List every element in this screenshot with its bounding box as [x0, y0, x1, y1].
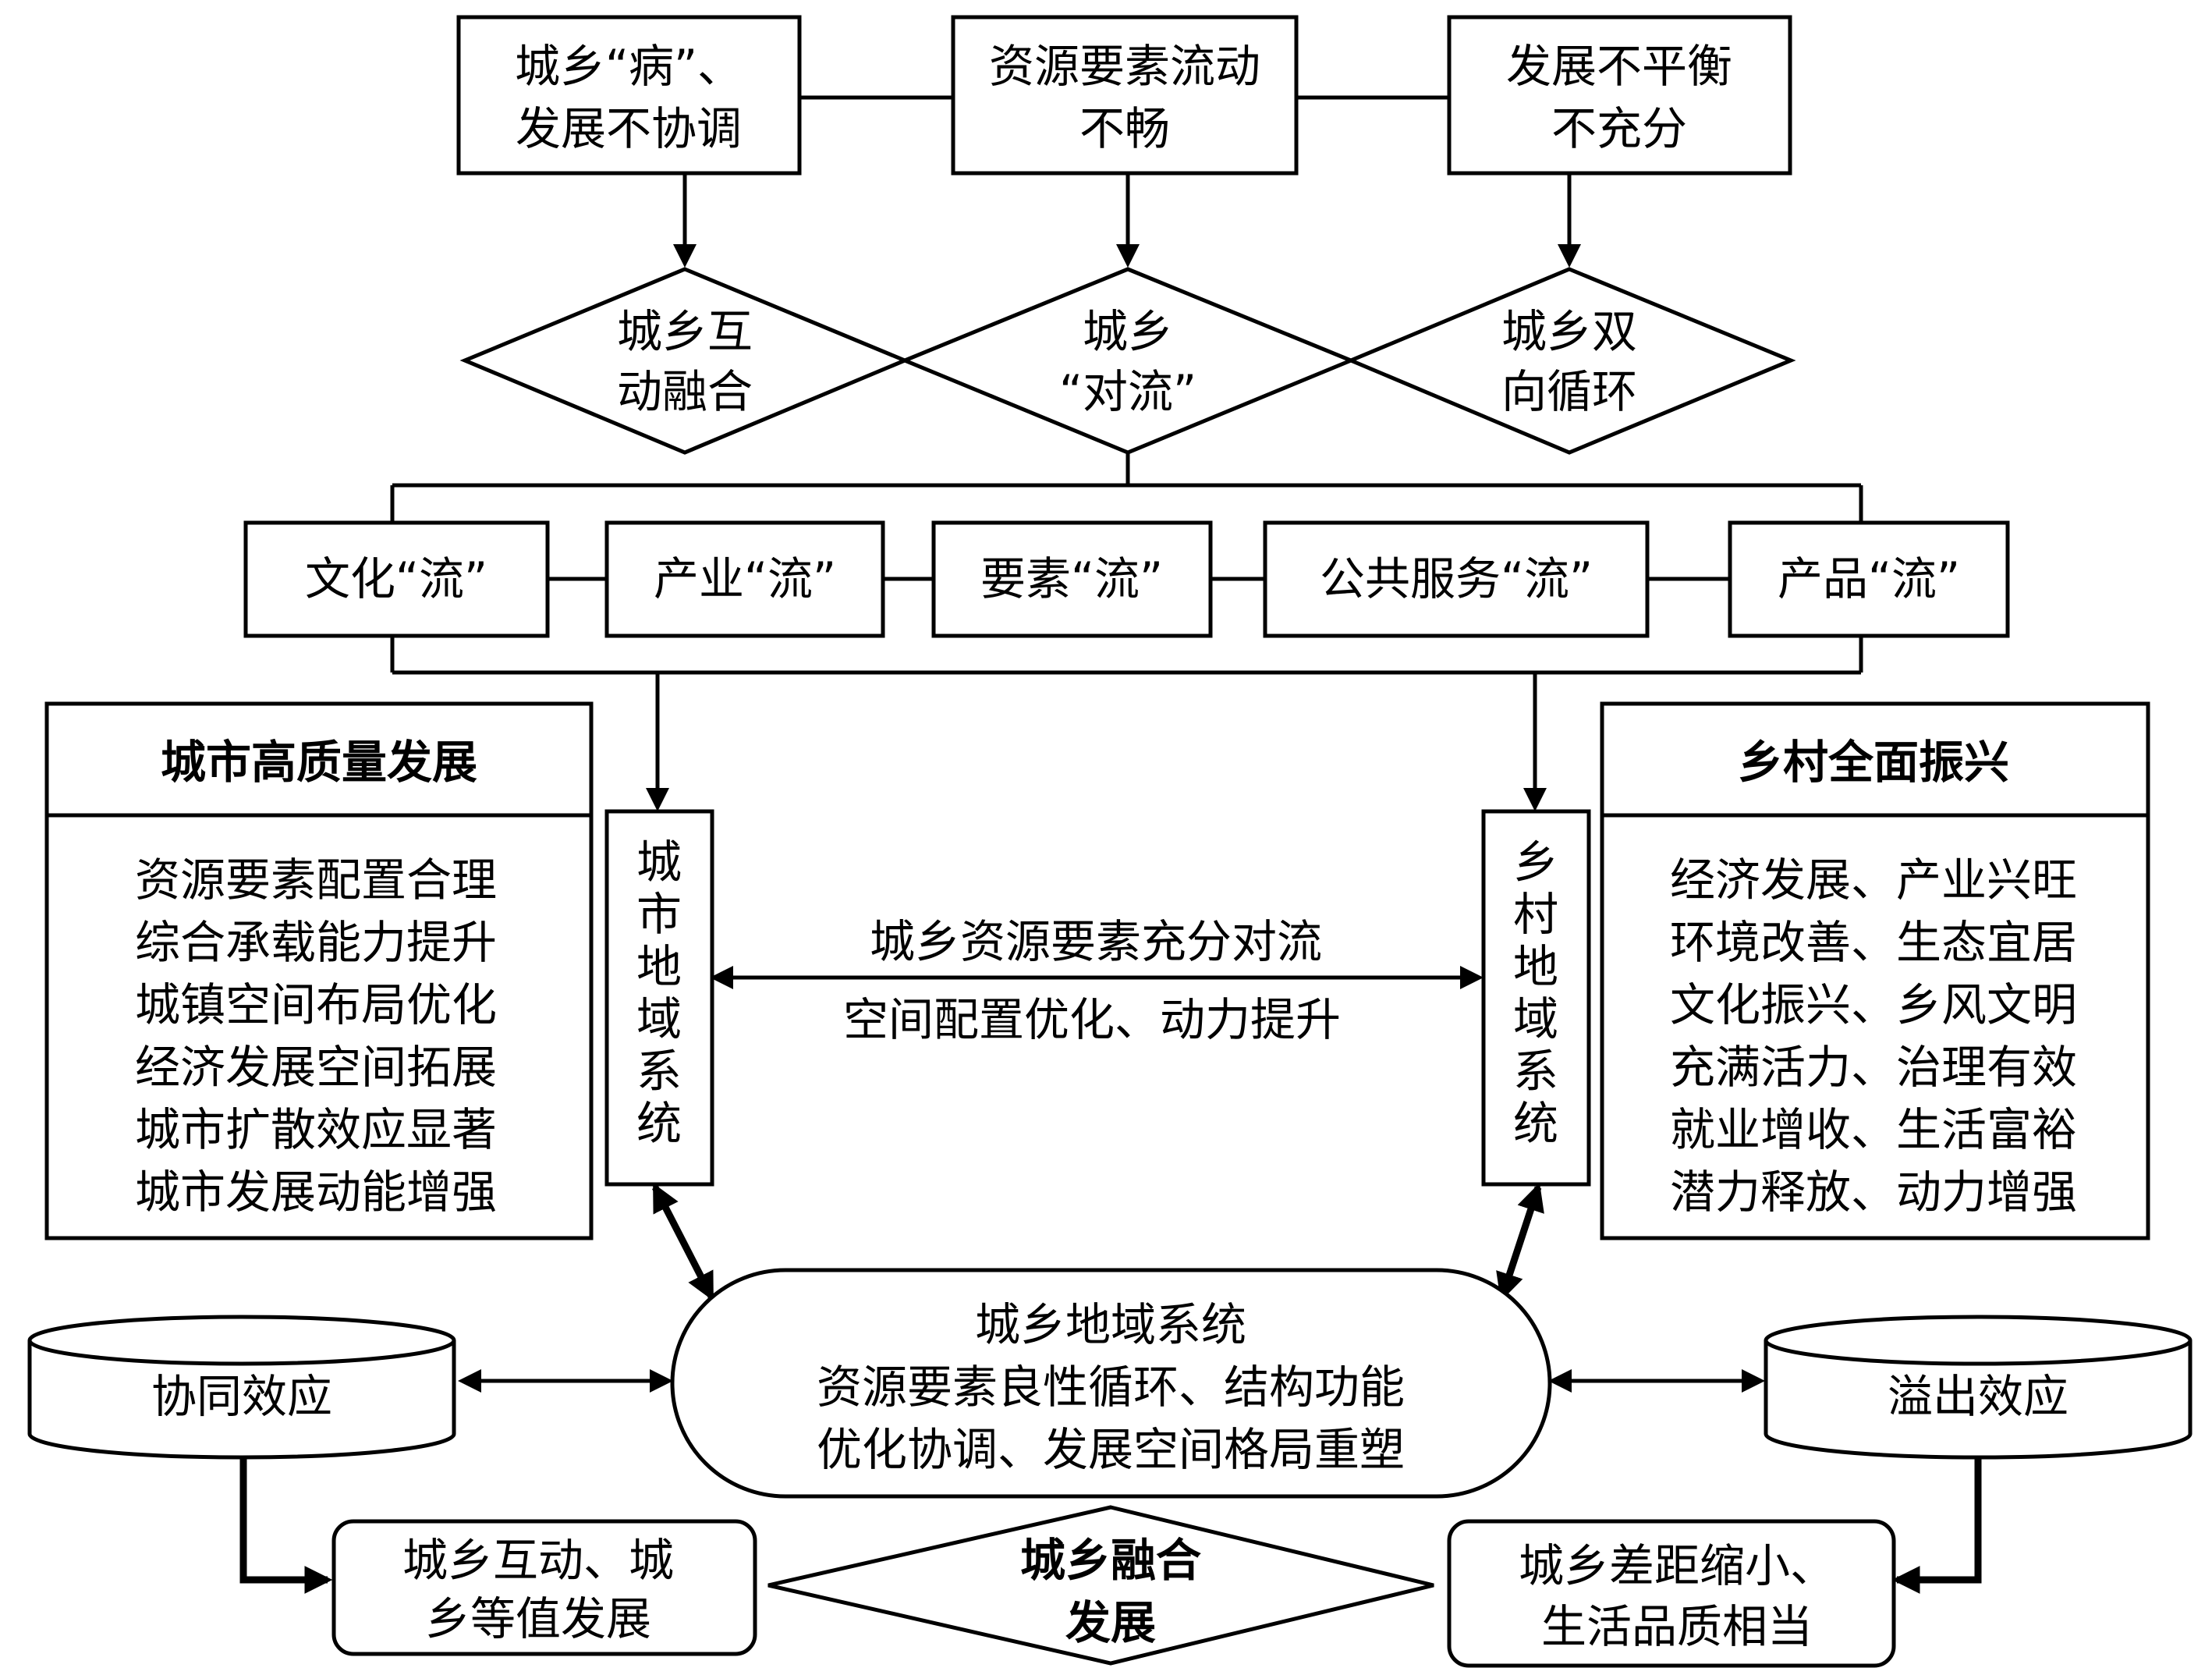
bottom-right-line1: 城乡差距缩小、: [1519, 1539, 1835, 1592]
urban-panel-item: 城市扩散效应显著: [135, 1103, 497, 1156]
connectors: [239, 95, 1982, 1594]
urban-panel-item: 综合承载能力提升: [135, 916, 497, 969]
top-box-line2: 发展不协调: [516, 102, 742, 155]
urban-panel-item: 城市发展动能增强: [135, 1166, 497, 1219]
diamond-interaction-integration: 城乡互 动融合: [459, 267, 910, 455]
central-regional-system: 城乡地域系统 资源要素良性循环、结构功能 优化协调、发展空间格局重塑: [670, 1268, 1552, 1499]
flow-box-factors: 要素“流”: [931, 520, 1213, 638]
rural-panel-item: 环境改善、生态宜居: [1670, 916, 2077, 969]
rural-system-char: 系: [1513, 1045, 1558, 1098]
top-box-line1: 城乡“病”、: [515, 40, 743, 93]
diamond-line2: 向循环: [1501, 365, 1637, 418]
urban-system-char: 城: [636, 836, 682, 889]
diamond-line2: 动融合: [617, 365, 753, 418]
rural-system-char: 统: [1513, 1097, 1558, 1150]
bottom-box-equal-development: 城乡互动、城 乡等值发展: [331, 1519, 757, 1656]
rural-system-char: 域: [1513, 992, 1558, 1045]
flow-box-industry: 产业“流”: [604, 520, 885, 638]
top-box-line2: 不畅: [1079, 102, 1170, 155]
bottom-center-line1: 城乡融合: [1020, 1534, 1201, 1587]
spillover-effect-cylinder: 溢出效应: [1764, 1315, 2193, 1460]
urban-system-char: 地: [636, 940, 682, 993]
mid-arrow-top-label: 城乡资源要素充分对流: [870, 915, 1322, 968]
urban-panel-item: 经济发展空间拓展: [135, 1041, 497, 1094]
bottom-right-line2: 生活品质相当: [1541, 1600, 1813, 1653]
urban-system-char: 统: [636, 1097, 682, 1150]
synergy-label: 协同效应: [151, 1370, 332, 1423]
flow-box-products: 产品“流”: [1728, 520, 2010, 638]
urban-system-char: 市: [636, 888, 682, 941]
diamond-line1: 城乡: [1083, 305, 1173, 358]
bottom-left-line1: 城乡互动、城: [402, 1534, 674, 1587]
rural-panel-item: 充满活力、治理有效: [1670, 1041, 2077, 1094]
diamond-line1: 城乡双: [1501, 305, 1637, 358]
rural-system-char: 村: [1513, 888, 1558, 941]
synergy-effect-cylinder: 协同效应: [27, 1315, 456, 1460]
urban-regional-system: 城 市 地 域 系 统: [604, 809, 714, 1187]
rural-panel-item: 潜力释放、动力增强: [1670, 1166, 2077, 1219]
mid-arrow-bottom-label: 空间配置优化、动力提升: [843, 993, 1341, 1046]
bottom-left-line2: 乡等值发展: [425, 1592, 651, 1645]
diamond-line2: “对流”: [1059, 365, 1196, 418]
urban-development-panel: 城市高质量发展 资源要素配置合理 综合承载能力提升 城镇空间布局优化 经济发展空…: [44, 701, 594, 1240]
rural-panel-item: 就业增收、生活富裕: [1670, 1103, 2077, 1156]
flow-box-culture: 文化“流”: [243, 520, 550, 638]
rural-panel-title: 乡村全面振兴: [1738, 736, 2009, 789]
spillover-label: 溢出效应: [1888, 1370, 2068, 1423]
bottom-diamond-integrated-development: 城乡融合 发展: [767, 1505, 1434, 1666]
flow-label: 产业“流”: [654, 552, 836, 605]
flow-label: 公共服务“流”: [1320, 552, 1593, 605]
top-box-urban-rural-disease: 城乡“病”、 发展不协调: [456, 15, 802, 176]
diamond-line1: 城乡互: [617, 305, 753, 358]
diamond-convection: 城乡 “对流”: [899, 267, 1356, 455]
urban-panel-item: 城镇空间布局优化: [135, 978, 497, 1031]
central-line3: 优化协调、发展空间格局重塑: [817, 1423, 1405, 1476]
urban-panel-item: 资源要素配置合理: [135, 853, 497, 907]
top-box-unbalanced-development: 发展不平衡 不充分: [1447, 15, 1792, 176]
bottom-box-gap-narrowing: 城乡差距缩小、 生活品质相当: [1447, 1519, 1896, 1668]
flow-label: 要素“流”: [980, 552, 1163, 605]
diamond-dual-circulation: 城乡双 向循环: [1345, 267, 1796, 455]
flow-label: 产品“流”: [1778, 552, 1960, 605]
flow-label: 文化“流”: [305, 552, 487, 605]
top-box-line1: 发展不平衡: [1506, 40, 1732, 93]
rural-regional-system: 乡 村 地 域 系 统: [1481, 809, 1591, 1187]
rural-panel-item: 经济发展、产业兴旺: [1670, 853, 2077, 907]
rural-system-char: 乡: [1513, 836, 1558, 889]
flow-box-public-services: 公共服务“流”: [1263, 520, 1650, 638]
top-box-line1: 资源要素流动: [989, 40, 1260, 93]
central-line2: 资源要素良性循环、结构功能: [817, 1361, 1405, 1414]
urban-panel-title: 城市高质量发展: [161, 736, 477, 789]
top-box-line2: 不充分: [1551, 102, 1687, 155]
rural-panel-item: 文化振兴、乡风文明: [1670, 978, 2077, 1031]
central-line1: 城乡地域系统: [975, 1298, 1246, 1351]
urban-system-char: 系: [636, 1045, 682, 1098]
urban-system-char: 域: [636, 992, 682, 1045]
rural-system-char: 地: [1513, 940, 1558, 993]
rural-revitalization-panel: 乡村全面振兴 经济发展、产业兴旺 环境改善、生态宜居 文化振兴、乡风文明 充满活…: [1600, 701, 2150, 1240]
bottom-center-line2: 发展: [1065, 1596, 1156, 1649]
top-box-resource-flow: 资源要素流动 不畅: [951, 15, 1299, 176]
